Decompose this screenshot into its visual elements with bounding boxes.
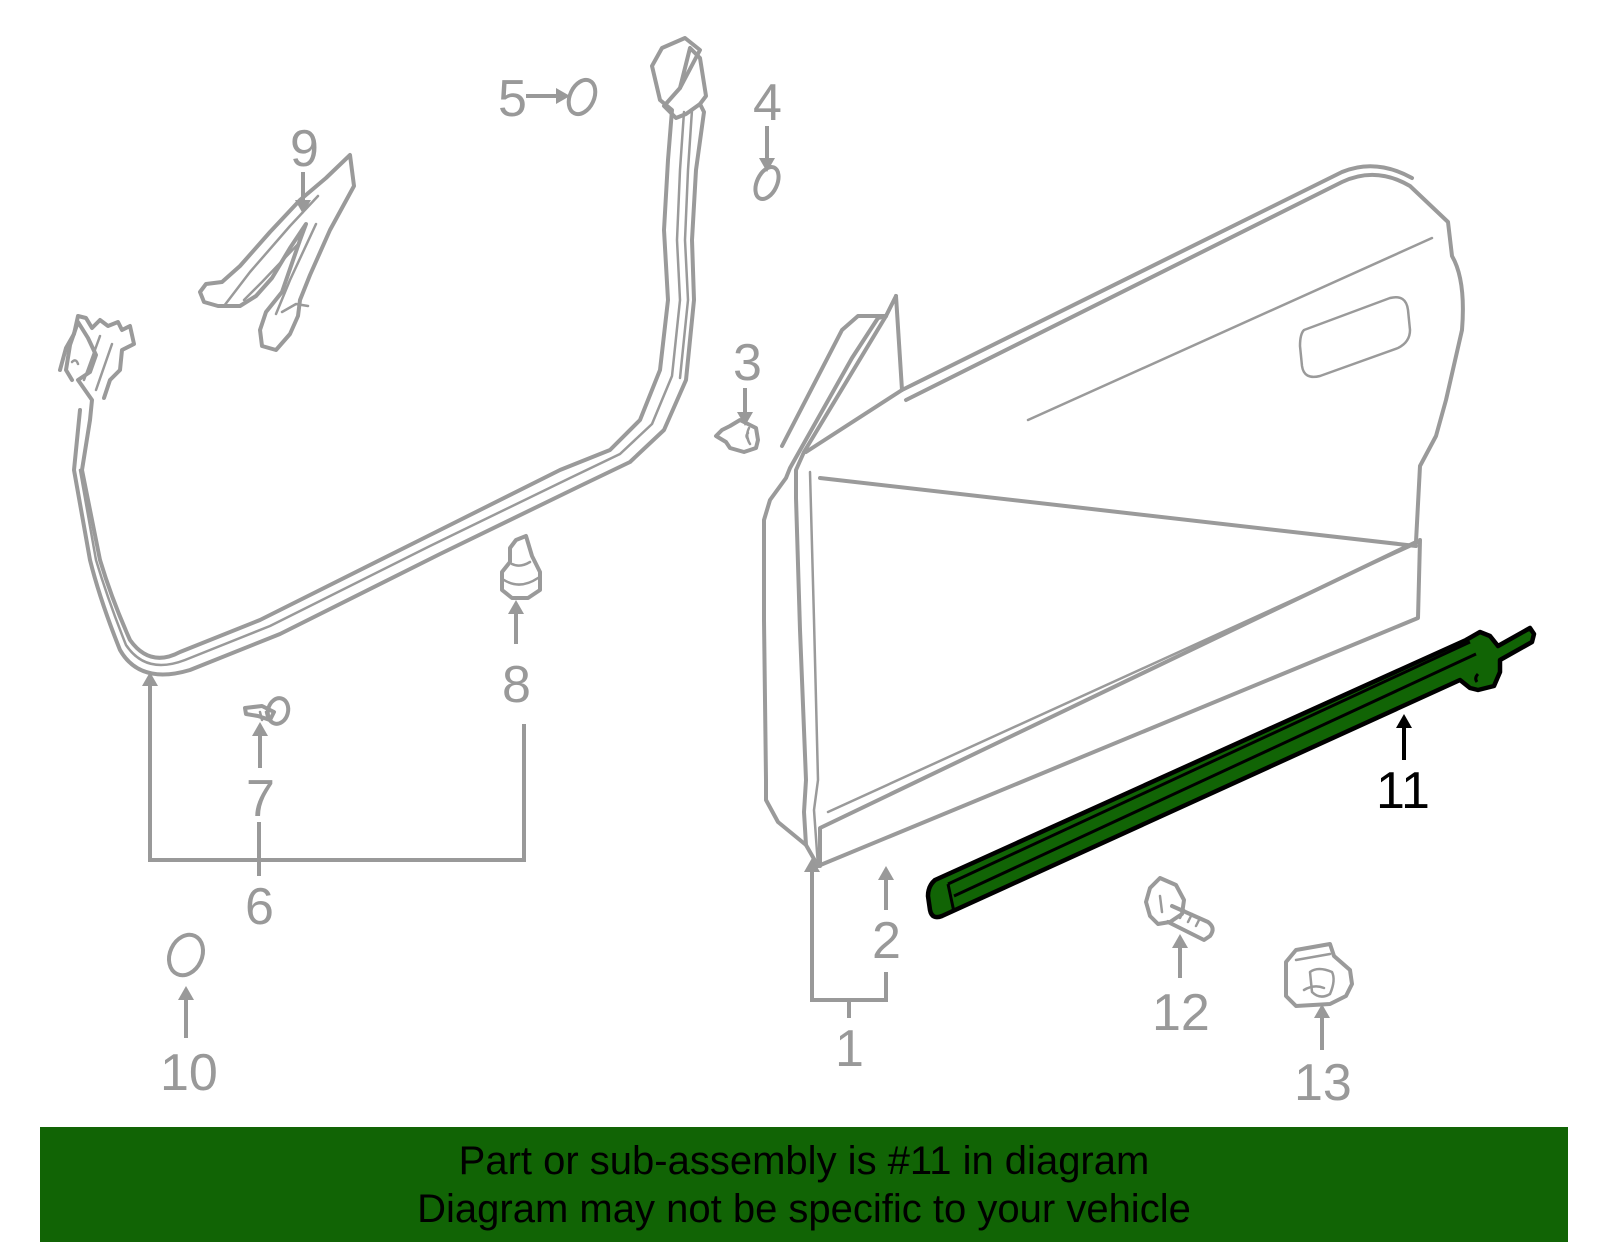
callout-5-leader (526, 88, 570, 104)
part-2-door-panel[interactable] (762, 164, 1465, 868)
callout-label-5[interactable]: 5 (498, 70, 527, 128)
part-info-banner: Part or sub-assembly is #11 in diagram D… (40, 1127, 1568, 1242)
callout-label-12[interactable]: 12 (1152, 984, 1210, 1042)
banner-line-disclaimer: Diagram may not be specific to your vehi… (417, 1187, 1191, 1231)
callout-label-1[interactable]: 1 (835, 1020, 864, 1078)
callout-label-7[interactable]: 7 (246, 770, 275, 828)
part-3-clip[interactable] (714, 418, 760, 454)
part-13-clip-nut[interactable] (1284, 942, 1354, 1008)
callout-label-8[interactable]: 8 (502, 656, 531, 714)
callout-9-leader (295, 172, 311, 214)
part-11-door-molding[interactable] (925, 625, 1537, 920)
callout-4-leader (759, 126, 775, 172)
callout-1-bracket (804, 858, 888, 1018)
callout-label-4[interactable]: 4 (753, 74, 782, 132)
part-8-push-clip[interactable] (500, 534, 542, 600)
callout-label-10[interactable]: 10 (160, 1044, 218, 1102)
part-5-grommet[interactable] (564, 76, 601, 119)
callout-label-6[interactable]: 6 (245, 878, 274, 936)
callout-label-11[interactable]: 11 (1376, 762, 1430, 820)
part-10-grommet[interactable] (163, 929, 210, 981)
part-4-grommet[interactable] (751, 163, 783, 202)
part-12-bolt[interactable] (1144, 876, 1215, 942)
callout-8-leader (508, 600, 524, 644)
callout-label-13[interactable]: 13 (1294, 1054, 1352, 1112)
callout-10-leader (178, 986, 194, 1038)
callout-label-2[interactable]: 2 (872, 912, 901, 970)
callout-label-3[interactable]: 3 (733, 334, 762, 392)
callout-11-leader (1396, 714, 1412, 760)
part-7-clip[interactable] (243, 696, 291, 726)
callout-3-leader (737, 388, 753, 426)
callout-7-leader (252, 722, 268, 768)
part-9-corner-trim[interactable] (198, 153, 356, 352)
callout-2-leader (878, 866, 894, 910)
callout-13-leader (1314, 1004, 1330, 1050)
banner-line-part: Part or sub-assembly is #11 in diagram (458, 1139, 1150, 1183)
callout-6-bracket (142, 672, 526, 876)
callout-label-9[interactable]: 9 (290, 120, 319, 178)
callout-12-leader (1172, 934, 1188, 978)
part-6-weatherstrip[interactable] (58, 36, 708, 677)
